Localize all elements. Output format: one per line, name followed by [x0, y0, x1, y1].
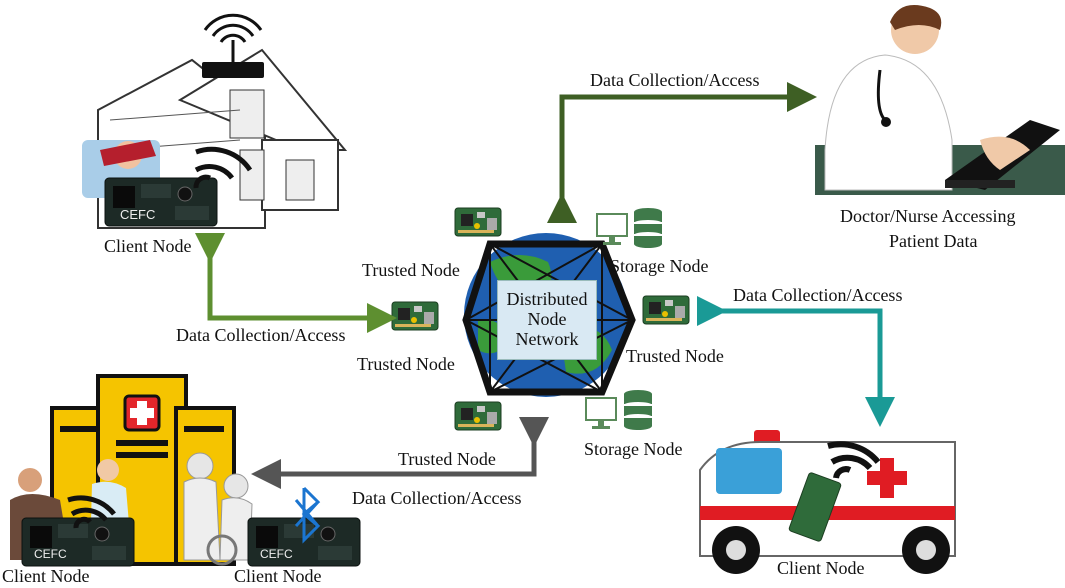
trusted-node-left-board-icon [391, 301, 439, 331]
wifi-icon [67, 495, 116, 529]
wifi-icon [193, 146, 253, 189]
trusted-node-right-label: Trusted Node [626, 346, 724, 366]
arrow-hospital-flow [251, 417, 549, 489]
flow-home-label: Data Collection/Access [176, 325, 346, 345]
database-icon [624, 390, 652, 430]
doctor-label-line2: Patient Data [889, 231, 978, 251]
flow-doctor-label: Data Collection/Access [590, 70, 760, 90]
raspberry-pi-board-icon [788, 472, 842, 542]
trusted-node-top-board-icon [454, 207, 502, 237]
flow-ambulance-label: Data Collection/Access [733, 285, 903, 305]
monitor-icon [585, 397, 617, 430]
cert-mark: CEFC [120, 207, 156, 222]
wifi-icon [827, 441, 881, 479]
center-label-line3: Network [515, 328, 579, 349]
flow-hospital-label: Data Collection/Access [352, 488, 522, 508]
monitor-icon [596, 213, 628, 246]
doctor-icon [815, 5, 1065, 195]
client-node-hospital-left-label: Client Node [2, 566, 90, 586]
cert-mark: CEFC [34, 547, 67, 561]
trusted-node-top-label: Trusted Node [362, 260, 460, 280]
client-node-ambulance-label: Client Node [777, 558, 865, 578]
trusted-node-bottom-label: Trusted Node [398, 449, 496, 469]
database-icon [634, 208, 662, 248]
client-node-hospital-right-label: Client Node [234, 566, 322, 586]
arrow-home-flow [195, 233, 397, 333]
client-node-home-label: Client Node [104, 236, 192, 256]
trusted-node-bottom-board-icon [454, 401, 502, 431]
caregiver-figures-icon [183, 452, 253, 566]
wifi-router-icon [202, 13, 264, 78]
doctor-label-line1: Doctor/Nurse Accessing [840, 206, 1016, 226]
arrow-ambulance-flow [697, 296, 895, 427]
arrow-doctor-flow [547, 82, 817, 223]
center-label-line2: Node [527, 309, 567, 330]
cert-mark: CEFC [260, 547, 293, 561]
storage-node-top-label: Storage Node [610, 256, 709, 276]
bluetooth-icon [294, 486, 321, 544]
distributed-node-network-box: Distributed Node Network [497, 280, 597, 360]
trusted-node-left-label: Trusted Node [357, 354, 455, 374]
center-label-line1: Distributed [506, 289, 588, 310]
storage-node-bottom-label: Storage Node [584, 439, 683, 459]
trusted-node-right-board-icon [642, 295, 690, 325]
